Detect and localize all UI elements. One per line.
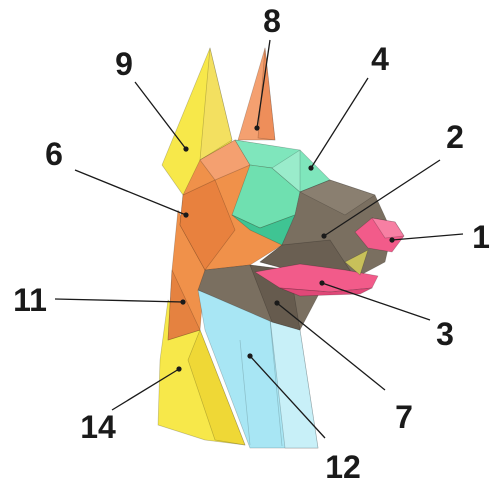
leader-8-dot: [254, 125, 259, 130]
leader-9-dot: [183, 146, 188, 151]
leader-3: [322, 283, 430, 320]
label-8: 8: [263, 3, 281, 39]
leader-14-dot: [176, 366, 181, 371]
label-1: 1: [472, 219, 490, 255]
label-7: 7: [395, 399, 413, 435]
leader-11: [55, 299, 183, 302]
leader-3-dot: [319, 280, 324, 285]
leader-7-dot: [274, 300, 279, 305]
leader-6: [75, 170, 186, 215]
leader-11-dot: [180, 299, 185, 304]
label-14: 14: [80, 409, 116, 445]
leader-4: [311, 78, 368, 168]
leader-2-dot: [321, 233, 326, 238]
label-12: 12: [325, 449, 361, 485]
label-11: 11: [13, 282, 47, 318]
leader-9: [135, 82, 186, 149]
leader-1-dot: [389, 237, 394, 242]
label-6: 6: [45, 136, 63, 172]
leader-6-dot: [183, 212, 188, 217]
leader-12-dot: [247, 353, 252, 358]
label-2: 2: [446, 119, 464, 155]
label-3: 3: [436, 316, 454, 352]
label-9: 9: [115, 46, 133, 82]
label-4: 4: [371, 41, 389, 77]
leader-4-dot: [308, 165, 313, 170]
